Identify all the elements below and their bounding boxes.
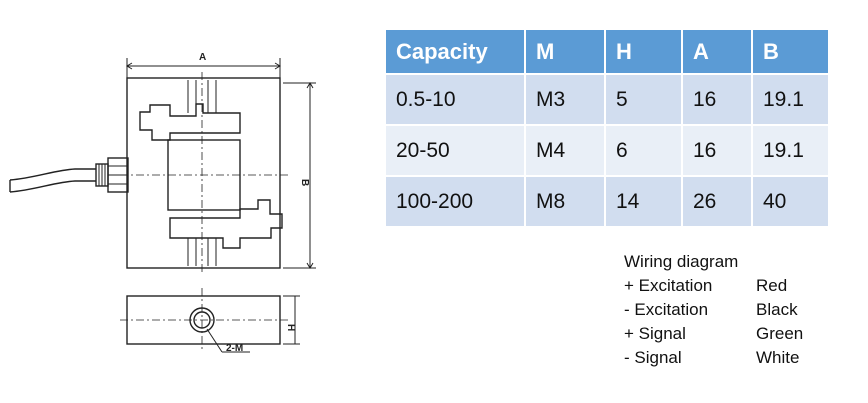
cell-b: 19.1: [752, 74, 828, 126]
cell-h: 6: [605, 125, 683, 177]
wiring-signal: - Signal: [624, 348, 682, 367]
thread-label: 2-M: [226, 343, 243, 354]
wiring-diagram: Wiring diagram + Excitation Red - Excita…: [624, 250, 864, 370]
cell-h: 5: [605, 74, 683, 126]
table-header-row: Capacity M H A B: [386, 30, 828, 75]
table-row: 0.5-10 M3 5 16 19.1: [386, 74, 828, 126]
dim-b-label: B: [299, 179, 310, 186]
dim-h-label: H: [285, 324, 296, 331]
cell-h: 14: [605, 176, 683, 228]
wiring-row: - Signal White: [624, 346, 864, 370]
table-row: 20-50 M4 6 16 19.1: [386, 125, 828, 177]
cell-capacity: 100-200: [386, 176, 526, 228]
cell-m: M4: [525, 125, 606, 177]
header-b: B: [752, 30, 828, 75]
cell-a: 16: [682, 125, 753, 177]
wiring-color: White: [756, 348, 800, 367]
wiring-signal: - Excitation: [624, 300, 709, 319]
wiring-title: Wiring diagram: [624, 252, 739, 271]
header-capacity: Capacity: [386, 30, 526, 75]
cell-b: 40: [752, 176, 828, 228]
cell-a: 26: [682, 176, 753, 228]
wiring-color: Green: [756, 324, 804, 343]
wiring-row: + Signal Green: [624, 322, 864, 346]
spec-table: Capacity M H A B 0.5-10 M3 5 16 19.1 20-…: [386, 30, 828, 228]
dim-a-label: A: [199, 52, 206, 63]
wiring-color: Black: [756, 300, 798, 319]
table-row: 100-200 M8 14 26 40: [386, 176, 828, 228]
header-m: M: [525, 30, 606, 75]
cell-capacity: 0.5-10: [386, 74, 526, 126]
wiring-row: - Excitation Black: [624, 298, 864, 322]
cell-b: 19.1: [752, 125, 828, 177]
load-cell-technical-drawing: A B 2-M H: [9, 52, 316, 354]
wiring-color: Red: [756, 276, 788, 295]
cell-m: M8: [525, 176, 606, 228]
wiring-signal: + Signal: [624, 324, 686, 343]
cell-capacity: 20-50: [386, 125, 526, 177]
header-a: A: [682, 30, 753, 75]
wiring-row: + Excitation Red: [624, 274, 864, 298]
cell-m: M3: [525, 74, 606, 126]
header-h: H: [605, 30, 683, 75]
wiring-signal: + Excitation: [624, 276, 713, 295]
cell-a: 16: [682, 74, 753, 126]
